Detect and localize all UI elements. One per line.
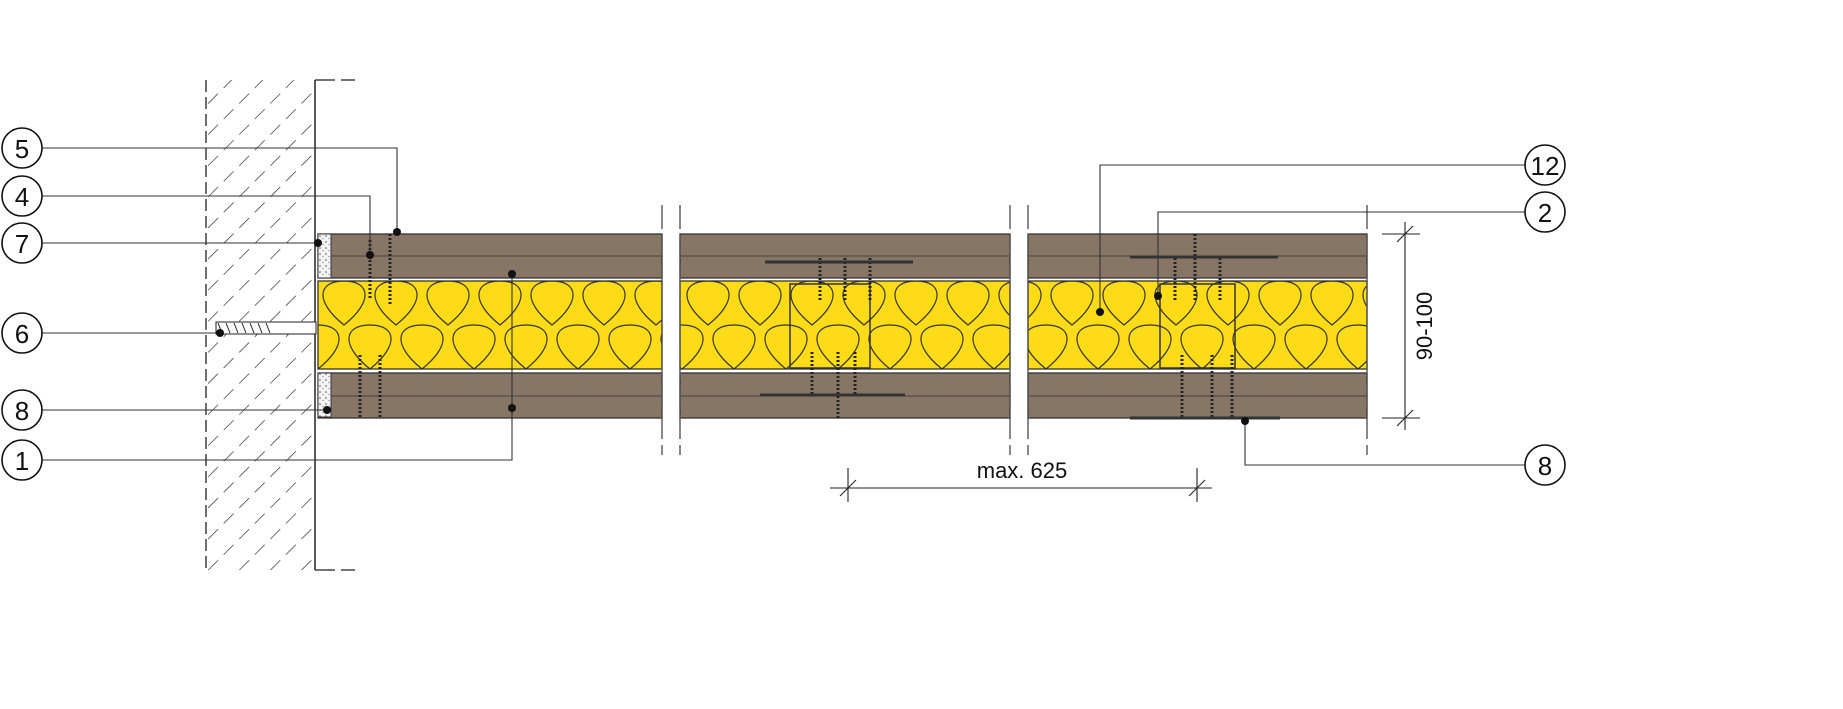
svg-text:7: 7 <box>15 229 29 259</box>
metal-stud-profile <box>789 283 871 369</box>
svg-text:5: 5 <box>15 134 29 164</box>
callout-8-right: 8 <box>1524 444 1566 486</box>
edge-seal-bottom <box>317 372 332 418</box>
leader-lines <box>42 147 1525 466</box>
wall-anchor-dowel <box>215 321 317 335</box>
leader-dots <box>216 228 1249 425</box>
mineral-wool-insulation <box>317 280 663 370</box>
callout-8-left: 8 <box>1 389 43 431</box>
spacing-dimension-label: max. 625 <box>977 458 1068 483</box>
callout-5: 5 <box>1 127 43 169</box>
partition-wall <box>317 205 1368 455</box>
callout-2: 2 <box>1524 191 1566 233</box>
thickness-dimension-label: 90-100 <box>1412 292 1437 361</box>
svg-text:8: 8 <box>1538 451 1552 481</box>
svg-text:1: 1 <box>15 446 29 476</box>
svg-text:12: 12 <box>1531 151 1560 181</box>
callout-6: 6 <box>1 312 43 354</box>
svg-text:6: 6 <box>15 319 29 349</box>
callout-4: 4 <box>1 175 43 217</box>
callout-7: 7 <box>1 222 43 264</box>
callout-1: 1 <box>1 439 43 481</box>
spacing-dimension <box>830 468 1212 502</box>
mineral-wool-insulation <box>1027 280 1368 370</box>
thickness-dimension <box>1382 222 1420 430</box>
svg-text:2: 2 <box>1538 198 1552 228</box>
svg-text:4: 4 <box>15 182 29 212</box>
metal-stud-profile <box>1159 283 1236 369</box>
callout-12: 12 <box>1524 144 1566 186</box>
svg-text:8: 8 <box>15 396 29 426</box>
